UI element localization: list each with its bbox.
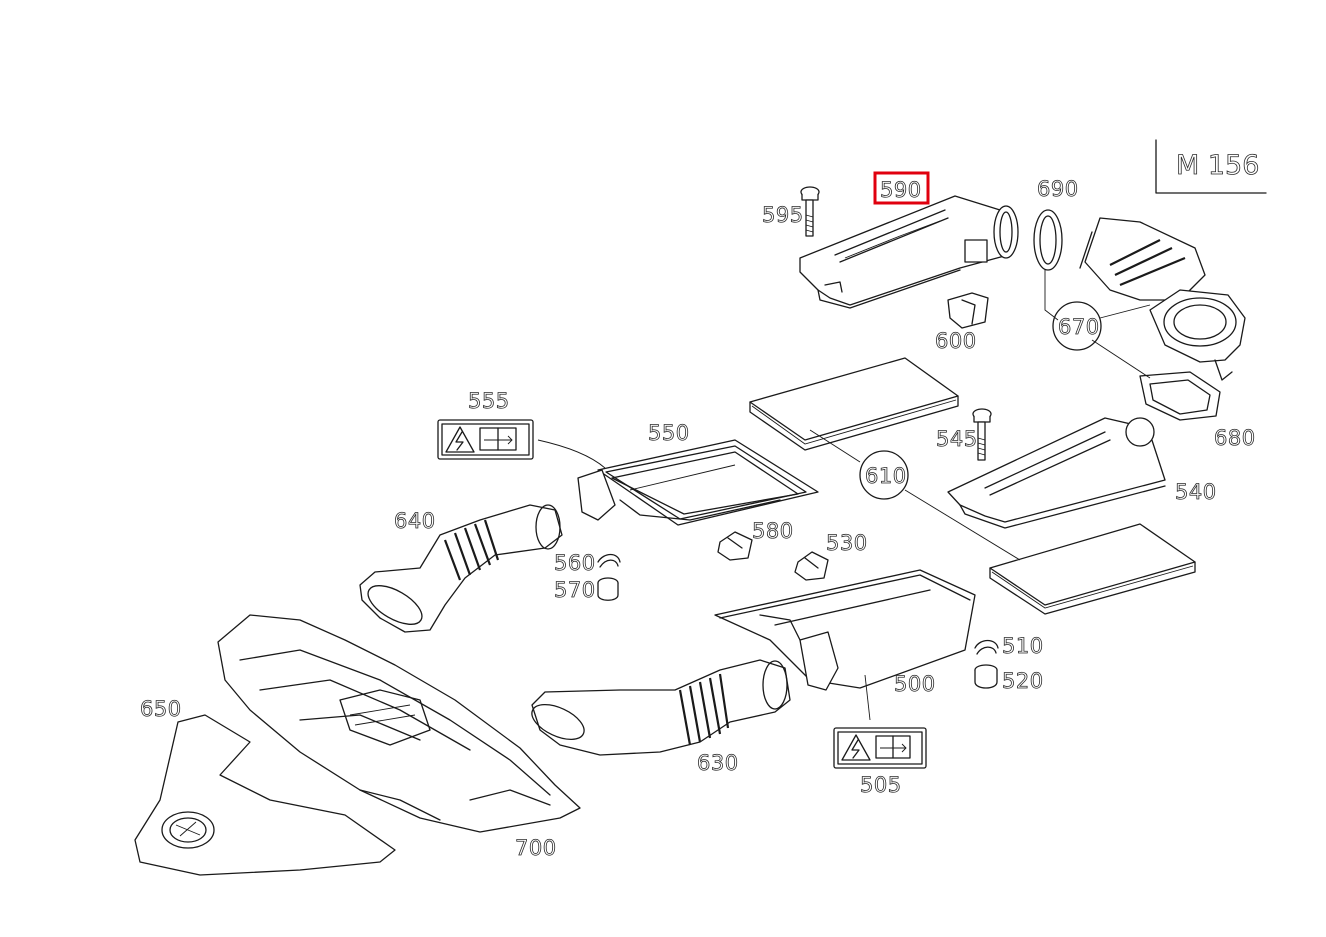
callout-590[interactable]: 590 xyxy=(880,178,922,203)
callout-circle-610 xyxy=(859,450,909,500)
part-540-intake-cover[interactable] xyxy=(947,417,1166,529)
part-600-clip[interactable] xyxy=(947,292,989,329)
callout-610[interactable]: 610 xyxy=(865,464,907,489)
part-560-clip[interactable] xyxy=(597,553,621,568)
part-590-intake-cover[interactable] xyxy=(799,195,1019,309)
callout-630[interactable]: 630 xyxy=(697,751,739,776)
part-690-seal[interactable] xyxy=(1033,209,1063,271)
callout-560[interactable]: 560 xyxy=(554,551,596,576)
callout-555[interactable]: 555 xyxy=(468,389,510,414)
callout-510[interactable]: 510 xyxy=(1002,634,1044,659)
part-510-clip[interactable] xyxy=(974,639,999,655)
part-630-intake-hose[interactable] xyxy=(527,659,791,756)
part-595-bolt[interactable] xyxy=(800,186,820,237)
callout-545[interactable]: 545 xyxy=(936,427,978,452)
callout-500[interactable]: 500 xyxy=(894,672,936,697)
callout-690[interactable]: 690 xyxy=(1037,177,1079,202)
callout-650[interactable]: 650 xyxy=(140,697,182,722)
part-500-filter-housing[interactable] xyxy=(714,569,976,721)
part-550-filter-housing[interactable] xyxy=(577,439,819,526)
part-580-clamp[interactable] xyxy=(717,531,753,561)
callout-550[interactable]: 550 xyxy=(648,421,690,446)
part-520-grommet[interactable] xyxy=(974,664,998,689)
part-610-air-filter-upper[interactable] xyxy=(749,357,959,451)
callout-700[interactable]: 700 xyxy=(515,836,557,861)
callout-circle-670 xyxy=(1052,301,1102,351)
part-555-warning-label[interactable] xyxy=(437,419,534,460)
callout-580[interactable]: 580 xyxy=(752,519,794,544)
highlight-box-590 xyxy=(873,171,930,205)
callout-540[interactable]: 540 xyxy=(1175,480,1217,505)
part-610-air-filter-lower[interactable] xyxy=(989,523,1196,615)
part-530-clamp[interactable] xyxy=(794,551,829,581)
part-570-grommet[interactable] xyxy=(597,577,619,601)
leader-lines xyxy=(809,270,1151,561)
leader-555 xyxy=(537,439,606,469)
part-700-underbody-panel[interactable] xyxy=(217,614,581,833)
part-545-bolt[interactable] xyxy=(972,408,992,461)
callout-640[interactable]: 640 xyxy=(394,509,436,534)
callout-530[interactable]: 530 xyxy=(826,531,868,556)
callout-520[interactable]: 520 xyxy=(1002,669,1044,694)
callout-labels: 590 595 690 600 670 680 555 550 610 545 … xyxy=(140,171,1256,861)
callout-570[interactable]: 570 xyxy=(554,578,596,603)
callout-505[interactable]: 505 xyxy=(860,773,902,798)
callout-595[interactable]: 595 xyxy=(762,203,804,228)
part-640-intake-hose[interactable] xyxy=(359,504,563,633)
part-650-engine-cover[interactable] xyxy=(134,714,396,876)
engine-label: M 156 xyxy=(1176,150,1259,181)
part-670-air-duct[interactable] xyxy=(1079,217,1246,381)
callout-670[interactable]: 670 xyxy=(1058,315,1100,340)
callout-680[interactable]: 680 xyxy=(1214,426,1256,451)
callout-600[interactable]: 600 xyxy=(935,329,977,354)
part-680-gasket[interactable] xyxy=(1139,371,1221,421)
part-505-warning-label[interactable] xyxy=(833,727,927,769)
engine-label-box: M 156 xyxy=(1155,139,1267,194)
